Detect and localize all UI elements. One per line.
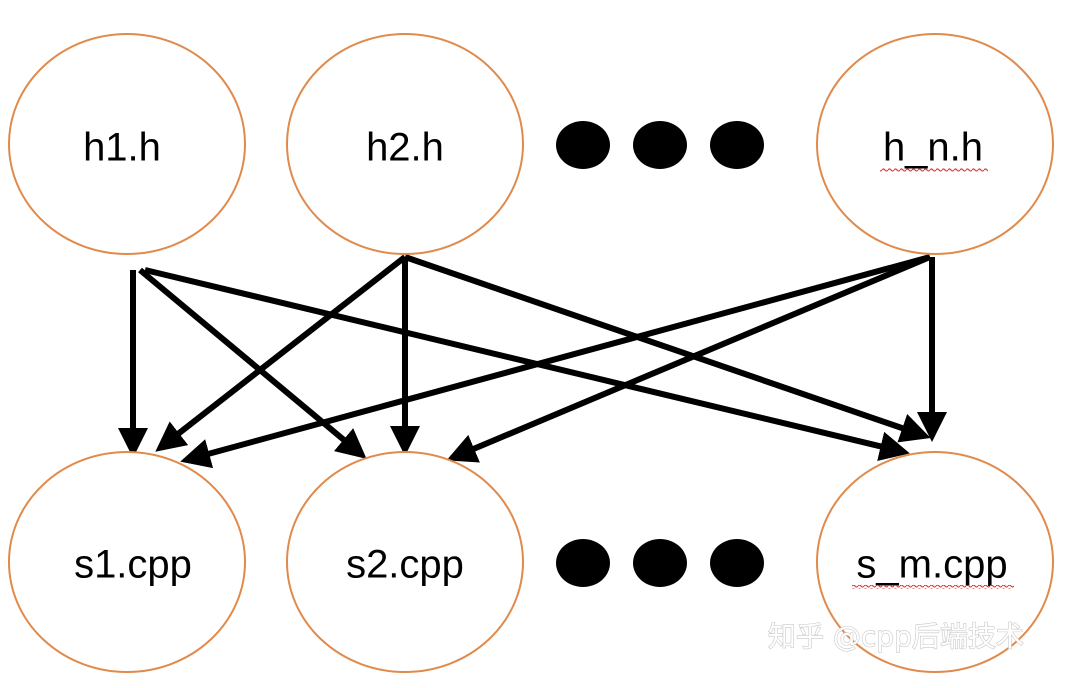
header-node-hn: h_n.h — [816, 33, 1054, 255]
ellipsis-dot — [556, 539, 610, 587]
spellcheck-underline — [880, 168, 988, 172]
source-node-s1: s1.cpp — [8, 451, 246, 673]
header-node-h1: h1.h — [8, 33, 246, 255]
arrow-h2-to-s1 — [155, 254, 407, 452]
ellipsis-dot — [556, 121, 610, 169]
header-circle — [8, 33, 246, 255]
header-circle — [816, 33, 1054, 255]
arrow-h2-to-sm — [404, 254, 931, 443]
header-label: h_n.h — [883, 126, 983, 170]
source-node-s2: s2.cpp — [286, 451, 524, 673]
ellipsis-dot — [633, 121, 687, 169]
ellipsis-dot — [710, 121, 764, 169]
source-ellipsis — [556, 539, 764, 587]
arrow-hn-to-s2 — [446, 254, 932, 463]
header-label: h2.h — [366, 126, 444, 170]
watermark-text: 知乎 @cpp后端技术 — [768, 620, 1024, 653]
source-label: s1.cpp — [74, 543, 192, 587]
arrow-h1-to-sm — [144, 267, 910, 461]
source-circle — [8, 451, 246, 673]
edge-layer — [118, 254, 947, 469]
header-ellipsis — [556, 121, 764, 169]
ellipsis-dot — [710, 539, 764, 587]
source-node-sm: s_m.cpp — [816, 451, 1054, 673]
arrow-hn-to-s1 — [180, 254, 931, 469]
source-circle — [816, 451, 1054, 673]
ellipsis-dot — [633, 539, 687, 587]
spellcheck-underline — [852, 585, 1014, 589]
header-circle — [286, 33, 524, 255]
header-node-h2: h2.h — [286, 33, 524, 255]
source-label: s_m.cpp — [856, 543, 1007, 587]
source-label: s2.cpp — [346, 543, 464, 587]
header-label: h1.h — [83, 126, 161, 170]
source-circle — [286, 451, 524, 673]
